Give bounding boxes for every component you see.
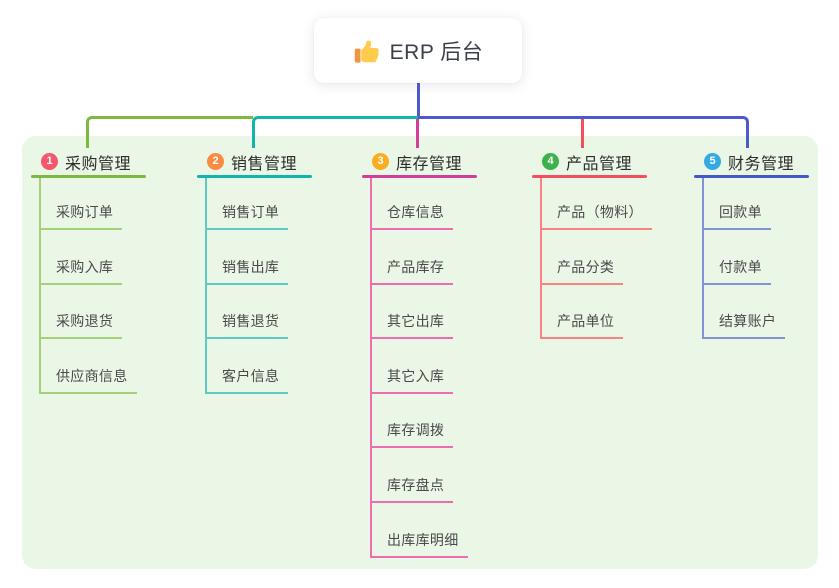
child-node[interactable]: 采购订单 (40, 178, 137, 230)
child-node[interactable]: 库存盘点 (371, 448, 468, 503)
child-node[interactable]: 采购退货 (40, 285, 137, 340)
connector-branch-inventory (416, 119, 419, 148)
child-node[interactable]: 结算账户 (703, 285, 786, 340)
child-node-label: 销售出库 (206, 257, 289, 285)
child-node[interactable]: 销售退货 (206, 285, 289, 340)
branch-underline (31, 175, 146, 178)
child-node-label: 客户信息 (206, 366, 289, 394)
child-node-label: 库存盘点 (371, 475, 454, 503)
child-node-label: 回款单 (703, 202, 771, 230)
child-node[interactable]: 销售订单 (206, 178, 289, 230)
child-node-label: 产品（物料） (541, 202, 652, 230)
child-node-label: 付款单 (703, 257, 771, 285)
branch-number-badge: 3 (372, 153, 389, 170)
child-node-label: 销售订单 (206, 202, 289, 230)
child-node[interactable]: 付款单 (703, 230, 785, 285)
child-node-label: 其它出库 (371, 311, 454, 340)
child-node-label: 其它入库 (371, 366, 454, 394)
child-node[interactable]: 采购入库 (40, 230, 137, 285)
branch-children: 销售订单销售出库销售退货客户信息 (205, 178, 289, 394)
branch-header[interactable]: 4 产品管理 (532, 148, 647, 175)
branch-header[interactable]: 1 采购管理 (31, 148, 146, 175)
branch: 3 库存管理 仓库信息产品库存其它出库其它入库库存调拨库存盘点出库库明细 (362, 148, 477, 558)
branch-underline (362, 175, 477, 178)
child-node-label: 仓库信息 (371, 202, 454, 230)
branch-children: 仓库信息产品库存其它出库其它入库库存调拨库存盘点出库库明细 (370, 178, 468, 558)
child-node-label: 库存调拨 (371, 420, 454, 449)
child-node[interactable]: 库存调拨 (371, 394, 468, 449)
child-node-label: 采购退货 (40, 311, 123, 340)
child-node[interactable]: 产品单位 (541, 285, 652, 340)
branch-header[interactable]: 5 财务管理 (694, 148, 809, 175)
branches-panel-background (22, 136, 818, 569)
child-node-label: 采购订单 (40, 202, 123, 230)
child-node[interactable]: 客户信息 (206, 339, 289, 394)
branch-header[interactable]: 2 销售管理 (197, 148, 312, 175)
branch-underline (532, 175, 647, 178)
branch-label: 库存管理 (396, 155, 463, 173)
child-node[interactable]: 产品库存 (371, 230, 468, 285)
child-node-label: 产品库存 (371, 257, 454, 285)
child-node-label: 产品分类 (541, 257, 624, 285)
child-node[interactable]: 产品分类 (541, 230, 652, 285)
connector-branch-sales (252, 116, 418, 148)
connector-branch-product (581, 119, 584, 148)
branch-header[interactable]: 3 库存管理 (362, 148, 477, 175)
branch-label: 财务管理 (728, 155, 795, 173)
thumbs-up-icon (353, 37, 380, 64)
child-node[interactable]: 仓库信息 (371, 178, 468, 230)
root-node[interactable]: ERP 后台 (314, 18, 522, 83)
child-node-label: 销售退货 (206, 311, 289, 340)
branch-underline (694, 175, 809, 178)
branch-number-badge: 1 (41, 153, 58, 170)
child-node-label: 采购入库 (40, 257, 123, 285)
branch-number-badge: 2 (207, 153, 224, 170)
branch-children: 回款单付款单结算账户 (702, 178, 786, 340)
branch: 2 销售管理 销售订单销售出库销售退货客户信息 (197, 148, 312, 394)
branch-label: 产品管理 (566, 155, 633, 173)
child-node[interactable]: 其它入库 (371, 339, 468, 394)
branch-label: 采购管理 (65, 155, 132, 173)
branch-underline (197, 175, 312, 178)
child-node[interactable]: 产品（物料） (541, 178, 652, 230)
child-node-label: 结算账户 (703, 311, 786, 340)
child-node-label: 出库库明细 (371, 530, 468, 558)
child-node[interactable]: 出库库明细 (371, 503, 468, 558)
branch: 4 产品管理 产品（物料） 产品分类产品单位 (532, 148, 652, 340)
connector-branch-purchase (86, 116, 253, 148)
root-connector-line (417, 83, 420, 117)
branch: 1 采购管理 采购订单采购入库采购退货供应商信息 (31, 148, 146, 394)
branch-children: 产品（物料） 产品分类产品单位 (540, 178, 652, 340)
child-node-label: 产品单位 (541, 311, 624, 340)
branch-children: 采购订单采购入库采购退货供应商信息 (39, 178, 137, 394)
branch-number-badge: 4 (542, 153, 559, 170)
child-node[interactable]: 供应商信息 (40, 339, 137, 394)
connector-branch-finance (418, 116, 749, 148)
branch-label: 销售管理 (231, 155, 298, 173)
child-node-label: 供应商信息 (40, 366, 137, 394)
child-node[interactable]: 其它出库 (371, 285, 468, 340)
child-node[interactable]: 回款单 (703, 178, 785, 230)
root-node-title: ERP 后台 (389, 40, 484, 64)
child-node[interactable]: 销售出库 (206, 230, 289, 285)
branch-number-badge: 5 (704, 153, 721, 170)
branch: 5 财务管理 回款单付款单结算账户 (694, 148, 809, 340)
